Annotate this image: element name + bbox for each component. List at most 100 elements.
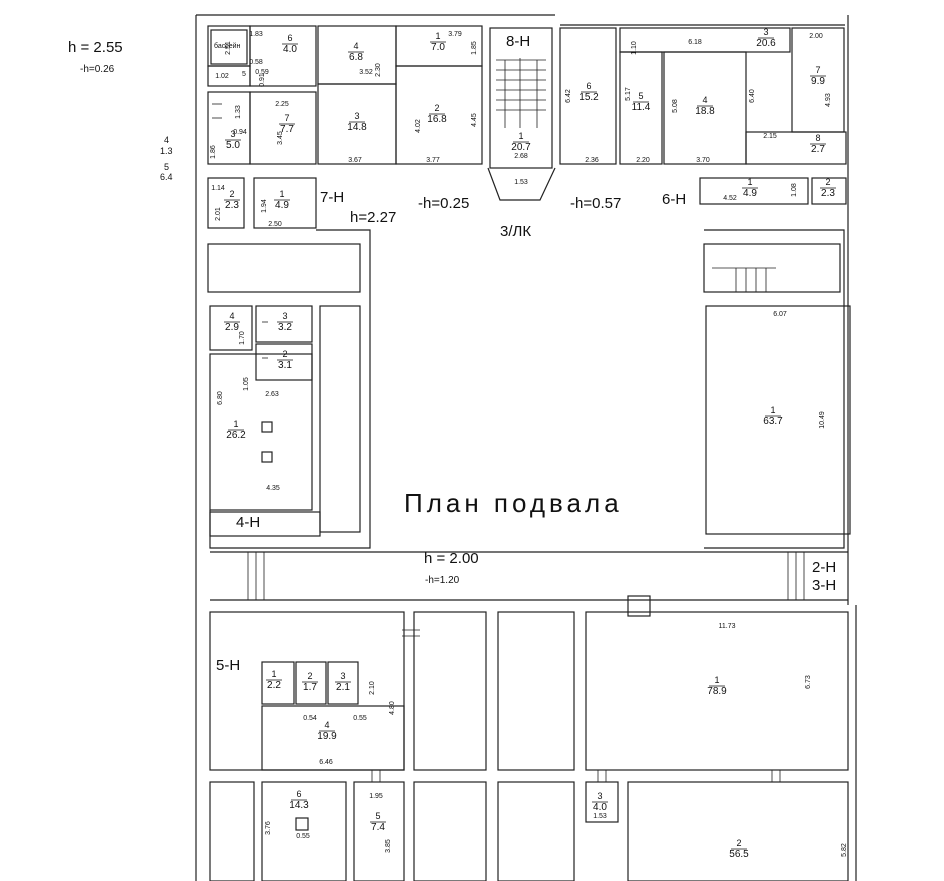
stair-label: 3/ЛК [500, 223, 531, 240]
side-note-area-1: 1.3 [160, 146, 173, 156]
unit-5n: 5-Н [216, 657, 240, 674]
room-number: 8 [815, 133, 820, 143]
dimension-label: 2.20 [636, 157, 650, 164]
dimension-label: 11.73 [719, 623, 736, 630]
unit-4n: 4-Н [236, 514, 260, 531]
dimension-label: 6.80 [217, 391, 224, 405]
dimension-label: 6.46 [319, 759, 333, 766]
room-number: 7 [815, 65, 820, 75]
room-area: 5.0 [226, 140, 240, 151]
dimension-label: 1.85 [471, 41, 478, 55]
room-number: 6 [586, 81, 591, 91]
room-number: 3 [597, 791, 602, 801]
room-number: 6 [296, 789, 301, 799]
dimension-label: 1.33 [235, 105, 242, 119]
dimension-label: 1.05 [243, 377, 250, 391]
dimension-label: 4.02 [415, 119, 422, 133]
room-area: 78.9 [707, 686, 727, 697]
dimension-label: 2.30 [375, 63, 382, 77]
room-area: 16.8 [427, 114, 447, 125]
side-note-area-2: 6.4 [160, 172, 173, 182]
room-number: 1 [770, 405, 775, 415]
dimension-label: 1.70 [239, 331, 246, 345]
dimension-label: 1.95 [369, 793, 383, 800]
dimension-label: 6.07 [773, 311, 787, 318]
room-area: 2.2 [267, 680, 281, 691]
dimension-label: 1.53 [514, 179, 528, 186]
room-number: 5 [638, 91, 643, 101]
room-area: 2.1 [336, 682, 350, 693]
dimension-label: 6.40 [749, 89, 756, 103]
room-number: 3 [230, 129, 235, 139]
dimension-label: 6.73 [805, 675, 812, 689]
unit-8n: 8-Н [506, 33, 530, 50]
room-area: 20.6 [756, 38, 776, 49]
dimension-label: 6.18 [688, 39, 702, 46]
room-number: 1 [518, 131, 523, 141]
height-mid-neg-2: -h=0.57 [570, 195, 621, 212]
dimension-label: 0.91 [259, 73, 266, 87]
room-area: 18.8 [695, 106, 715, 117]
room-area: 2.3 [821, 188, 835, 199]
dimension-label: 4.35 [266, 485, 280, 492]
dimension-label: 1.53 [593, 813, 607, 820]
pool-label: бассейн [214, 42, 241, 50]
room-number: 1 [714, 675, 719, 685]
dimension-label: 6.42 [565, 89, 572, 103]
height-mid: h=2.27 [350, 209, 396, 226]
walls [195, 14, 857, 881]
room-area: 14.3 [289, 800, 309, 811]
room-number: 2 [282, 349, 287, 359]
dimension-label: 2.68 [514, 153, 528, 160]
room-number: 2 [434, 103, 439, 113]
room-area: 4.0 [283, 44, 297, 55]
room-number: 5 [375, 811, 380, 821]
dimension-label: 0.55 [353, 715, 367, 722]
room-area: 4.0 [593, 802, 607, 813]
dimension-label: 4.93 [825, 93, 832, 107]
room-area: 6.8 [349, 52, 363, 63]
room-area: 15.2 [579, 92, 599, 103]
dimension-label: 0.54 [303, 715, 317, 722]
side-note-num-2: 5 [164, 162, 169, 172]
room-area: 3.2 [278, 322, 292, 333]
room-area: 56.5 [729, 849, 749, 860]
dimension-label: 2.01 [215, 207, 222, 221]
dimension-label: 10.49 [819, 411, 826, 429]
side-note-num-1: 4 [164, 135, 169, 145]
dimension-label: 2.00 [809, 33, 823, 40]
dimension-label: 5.08 [672, 99, 679, 113]
room-number: 3 [354, 111, 359, 121]
room-number: 3 [763, 27, 768, 37]
dimension-label: 1.86 [210, 145, 217, 159]
dimension-label: 1.83 [249, 31, 263, 38]
dimension-label: 2.36 [585, 157, 599, 164]
room-area: 2.7 [811, 144, 825, 155]
dimension-label: 0.94 [233, 129, 247, 136]
dimension-label: 3.85 [385, 839, 392, 853]
room-number: 4 [324, 720, 329, 730]
room-area: 1.7 [303, 682, 317, 693]
height-main-neg: -h=1.20 [425, 575, 460, 586]
room-area: 9.9 [811, 76, 825, 87]
dimension-label: 3.67 [348, 157, 362, 164]
dimension-label: 5.82 [841, 843, 848, 857]
dimension-label: 2.50 [268, 221, 282, 228]
height-top-left-neg: -h=0.26 [80, 64, 115, 75]
room-area: 19.9 [317, 731, 337, 742]
dimension-label: 4.52 [723, 195, 737, 202]
dimension-label: 3.76 [265, 821, 272, 835]
dimension-label: 5.17 [625, 87, 632, 101]
room-number: 1 [271, 669, 276, 679]
room-number: 2 [825, 177, 830, 187]
room-number: 1 [435, 31, 440, 41]
room-area: 7.7 [280, 124, 294, 135]
unit-2n: 2-Н [812, 559, 836, 576]
room-number: 2 [307, 671, 312, 681]
dimension-label: 0.59 [255, 69, 269, 76]
room-area: 14.8 [347, 122, 367, 133]
dimension-label: 3.45 [277, 131, 284, 145]
room-number: 4 [229, 311, 234, 321]
